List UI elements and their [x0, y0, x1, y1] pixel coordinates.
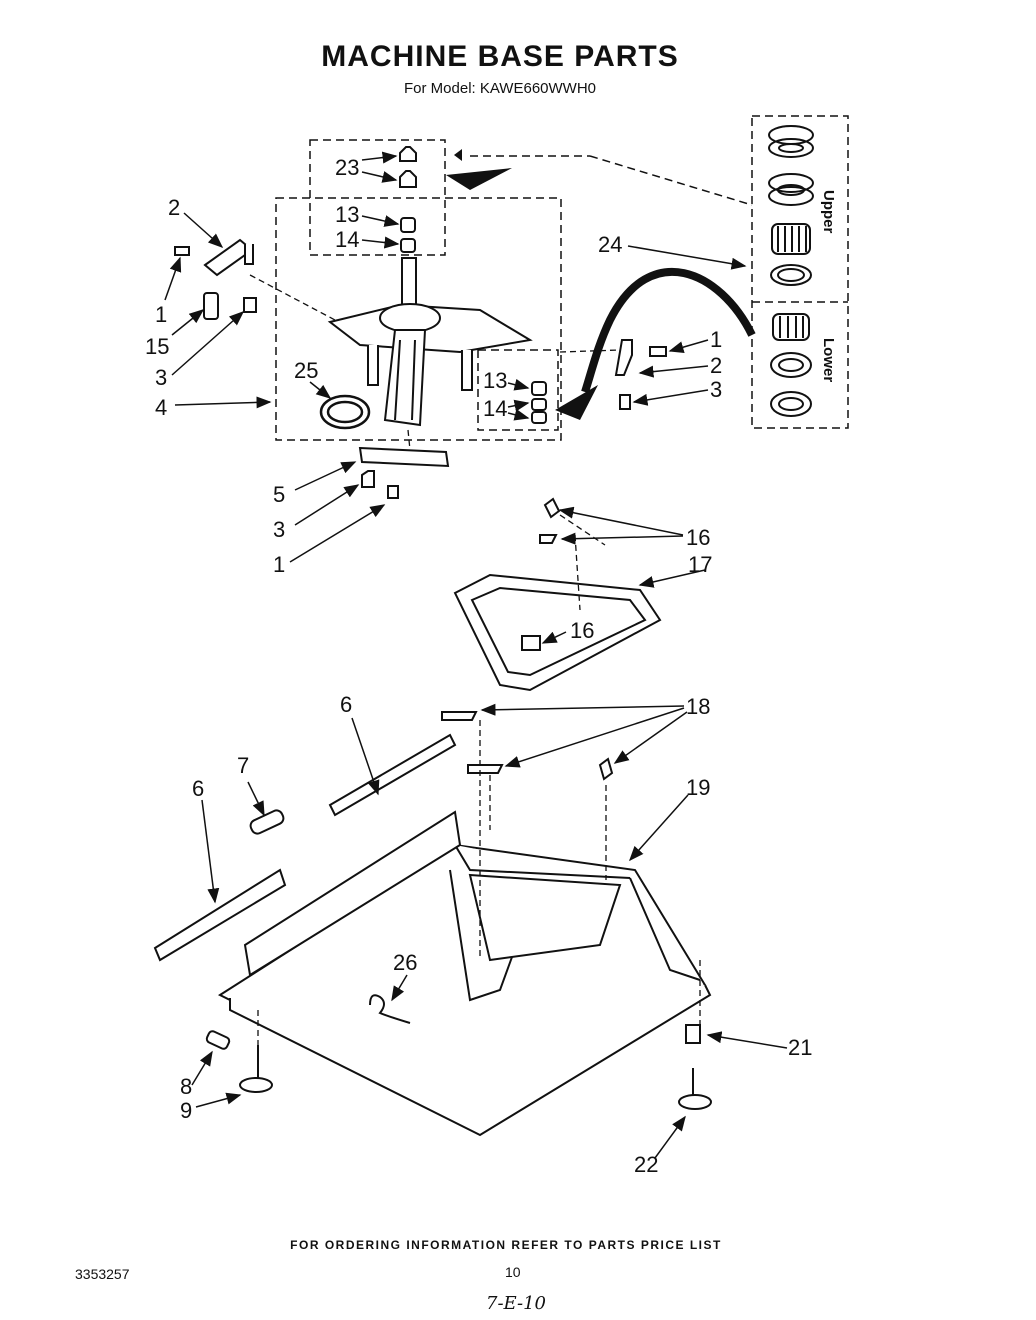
callout-15: 15: [145, 334, 169, 359]
small-arrow-head: [454, 149, 462, 161]
callout-21: 21: [788, 1035, 812, 1060]
mounting-frame-assembly: [327, 257, 533, 427]
callout-14-lower: 14: [483, 396, 507, 421]
callout-25: 25: [294, 358, 318, 383]
callout-24: 24: [598, 232, 622, 257]
alignment-lines: [249, 274, 701, 1045]
callout-13-upper: 13: [335, 202, 359, 227]
callout-1-bracket: 1: [273, 552, 285, 577]
callout-16-top: 16: [686, 525, 710, 550]
callout-3-left: 3: [155, 365, 167, 390]
callout-23: 23: [335, 155, 359, 180]
callout-8: 8: [180, 1074, 192, 1099]
upper-bearings: [768, 125, 814, 286]
callout-2-right: 2: [710, 353, 722, 378]
callout-26: 26: [393, 950, 417, 975]
right-small-parts: [614, 339, 667, 410]
box-mounting-frame: [275, 197, 562, 441]
callout-6-upper: 6: [340, 692, 352, 717]
curved-arrow-head: [555, 385, 598, 420]
lower-group-label: Lower: [820, 338, 837, 382]
parts-diagram: Upper Lower: [145, 115, 849, 1177]
callout-22: 22: [634, 1152, 658, 1177]
callout-2-left: 2: [168, 195, 180, 220]
curved-arrow: [581, 267, 756, 394]
callout-14-upper: 14: [335, 227, 359, 252]
callout-13-lower: 13: [483, 368, 507, 393]
leader-arrows: [164, 151, 788, 1159]
box-bearings: [751, 115, 849, 429]
callout-5: 5: [273, 482, 285, 507]
upper-arrow-head: [446, 168, 512, 190]
box-lower-13-14: [477, 349, 559, 431]
left-small-parts: [174, 238, 257, 320]
page-title: MACHINE BASE PARTS: [321, 40, 679, 73]
small-parts-23-13-14: [399, 146, 547, 424]
callout-7: 7: [237, 753, 249, 778]
lower-bearings: [770, 313, 812, 417]
callout-1-left: 1: [155, 302, 167, 327]
callout-labels: 23 13 14 2 1 15 3 4 25 13 14 24 1 2 3 5 …: [145, 155, 812, 1177]
model-subtitle: For Model: KAWE660WWH0: [404, 80, 596, 97]
callout-19: 19: [686, 775, 710, 800]
callout-3-right: 3: [710, 377, 722, 402]
bearing-set: [768, 125, 814, 417]
callout-18: 18: [686, 694, 710, 719]
rails-and-clips: [153, 711, 614, 962]
document-number: 3353257: [75, 1266, 130, 1282]
upper-group-label: Upper: [820, 190, 837, 234]
gasket-25: [319, 394, 371, 430]
ordering-note: FOR ORDERING INFORMATION REFER TO PARTS …: [290, 1238, 722, 1252]
feet-and-levelers: [205, 994, 712, 1110]
handwritten-note: 7-E-10: [486, 1293, 546, 1314]
callout-4: 4: [155, 395, 167, 420]
page-number: 10: [505, 1264, 521, 1280]
bracket-5: [358, 446, 450, 499]
frame-17: [453, 497, 662, 692]
callout-9: 9: [180, 1098, 192, 1123]
callout-17: 17: [688, 552, 712, 577]
dashed-group-boxes: [275, 115, 849, 441]
base-19: [217, 810, 712, 1137]
callout-16-bottom: 16: [570, 618, 594, 643]
callout-6-lower: 6: [192, 776, 204, 801]
callout-3-bracket: 3: [273, 517, 285, 542]
callout-1-right: 1: [710, 327, 722, 352]
